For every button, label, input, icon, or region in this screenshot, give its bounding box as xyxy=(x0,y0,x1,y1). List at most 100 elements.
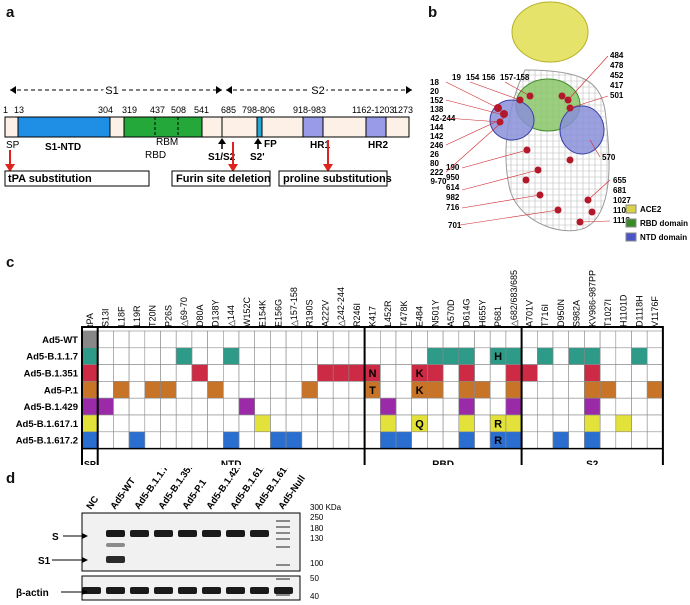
mutation-column-header: T1027I xyxy=(603,299,613,327)
grid-cell xyxy=(379,364,397,382)
mutation-column-header: D1118H xyxy=(634,295,644,327)
label-top-3: 157-158 xyxy=(500,73,530,82)
s1-band-label: S1 xyxy=(38,556,51,567)
grid-outer-border xyxy=(81,326,664,465)
variant-row-label: Ad5-B.1.617.1 xyxy=(16,419,79,430)
grid-cell xyxy=(191,431,208,449)
grid-cell xyxy=(348,414,365,433)
grid-cell xyxy=(254,364,271,382)
region-label: NTD xyxy=(221,460,242,465)
ladder-band xyxy=(276,520,290,522)
grid-cell xyxy=(97,414,114,433)
mutation-cell-filled xyxy=(505,397,522,416)
label-left-6: 142 xyxy=(430,132,444,141)
mutation-cell-letter: K xyxy=(416,385,424,397)
mutation-column-header: H655Y xyxy=(477,299,487,327)
mutation-cell-filled xyxy=(97,397,114,416)
mutation-column-header: L19R xyxy=(132,305,142,327)
grid-cell xyxy=(175,364,193,382)
mutation-cell-filled xyxy=(427,347,444,365)
grid-cell xyxy=(568,414,585,433)
mutation-column-header: △242-244 xyxy=(336,287,346,327)
mutation-column-header: △69-70 xyxy=(179,297,189,327)
grid-cell xyxy=(427,330,444,349)
grid-cell xyxy=(427,397,444,416)
rbd-domain xyxy=(123,116,203,138)
grid-cell xyxy=(285,364,303,382)
grid-cell xyxy=(301,397,318,416)
grid-cell xyxy=(191,347,208,365)
s-arrow-head xyxy=(82,533,88,539)
grid-cell xyxy=(317,397,334,416)
grid-cell xyxy=(615,431,632,449)
hr1-domain xyxy=(302,116,324,138)
grid-cell xyxy=(144,414,161,433)
pos-918-983: 918-983 xyxy=(293,105,326,115)
mutation-cell-filled xyxy=(458,364,475,382)
mutation-cell-filled xyxy=(584,381,601,399)
label-right-3: 417 xyxy=(610,81,624,90)
mutation-column-header: A222V xyxy=(320,300,330,327)
mutation-cell-filled xyxy=(395,431,412,449)
grid-cell xyxy=(552,364,569,382)
actin-band xyxy=(130,587,149,594)
grid-cell xyxy=(411,347,428,365)
marker-180: 180 xyxy=(310,524,324,533)
grid-cell xyxy=(191,414,208,433)
grid-cell xyxy=(223,414,240,433)
label-left-1: 20 xyxy=(430,87,439,96)
pos-1273: 1273 xyxy=(393,105,413,115)
grid-cell xyxy=(285,347,303,365)
grid-cell xyxy=(175,431,193,449)
grid-cell xyxy=(521,414,538,433)
grid-cell xyxy=(207,414,224,433)
grid-cell xyxy=(395,364,412,382)
pos-508: 508 xyxy=(171,105,186,115)
grid-cell xyxy=(552,397,569,416)
mutation-column-header: E156G xyxy=(273,299,283,327)
label-left-9: 80 xyxy=(430,159,439,168)
pos-1162-1203: 1162-1203 xyxy=(352,105,394,115)
mutation-cell-filled xyxy=(458,431,475,449)
grid-cell xyxy=(568,364,585,382)
hr1-label: HR1 xyxy=(310,140,330,151)
s1-ntd-domain xyxy=(17,116,111,138)
grid-cell xyxy=(427,414,444,433)
mutation-column-header: S982A xyxy=(572,300,582,327)
grid-cell xyxy=(379,347,397,365)
mutation-cell-filled xyxy=(584,347,601,365)
furin-red-arrow-head xyxy=(228,164,238,172)
legend-ntd-swatch xyxy=(625,232,637,242)
mutation-cell-filled xyxy=(427,381,444,399)
grid-cell xyxy=(270,397,287,416)
mutation-cell-filled xyxy=(458,414,475,433)
mutation-column-header: H1101D xyxy=(619,294,629,327)
grid-cell xyxy=(442,397,460,416)
grid-cell xyxy=(270,347,287,365)
grid-cell xyxy=(270,414,287,433)
mutation-cell-filled xyxy=(348,364,365,382)
grid-cell xyxy=(442,381,460,399)
mutation-column-header: T478K xyxy=(399,300,409,327)
grid-cell xyxy=(97,330,114,349)
grid-cell xyxy=(144,431,161,449)
mutation-cell-letter: R xyxy=(494,435,502,447)
grid-cell xyxy=(144,364,161,382)
mutation-cell-filled xyxy=(646,381,664,399)
grid-cell xyxy=(615,381,632,399)
grid-cell xyxy=(317,431,334,449)
label-left-7: 246 xyxy=(430,141,444,150)
grid-cell xyxy=(615,330,632,349)
grid-cell xyxy=(395,414,412,433)
marker-250: 250 xyxy=(310,513,324,522)
actin-band xyxy=(106,587,125,594)
label-701: 701 xyxy=(448,221,462,230)
grid-cell xyxy=(223,381,240,399)
grid-cell xyxy=(631,364,648,382)
region-label: RBD xyxy=(432,460,454,465)
spike-domain-diagram: S1 S2 1 13 304 319 437 508 541 685 798-8… xyxy=(3,83,413,187)
grid-cell xyxy=(191,330,208,349)
mutation-column-header: E484 xyxy=(415,306,425,327)
kda-title: 300 KDa xyxy=(310,503,342,512)
